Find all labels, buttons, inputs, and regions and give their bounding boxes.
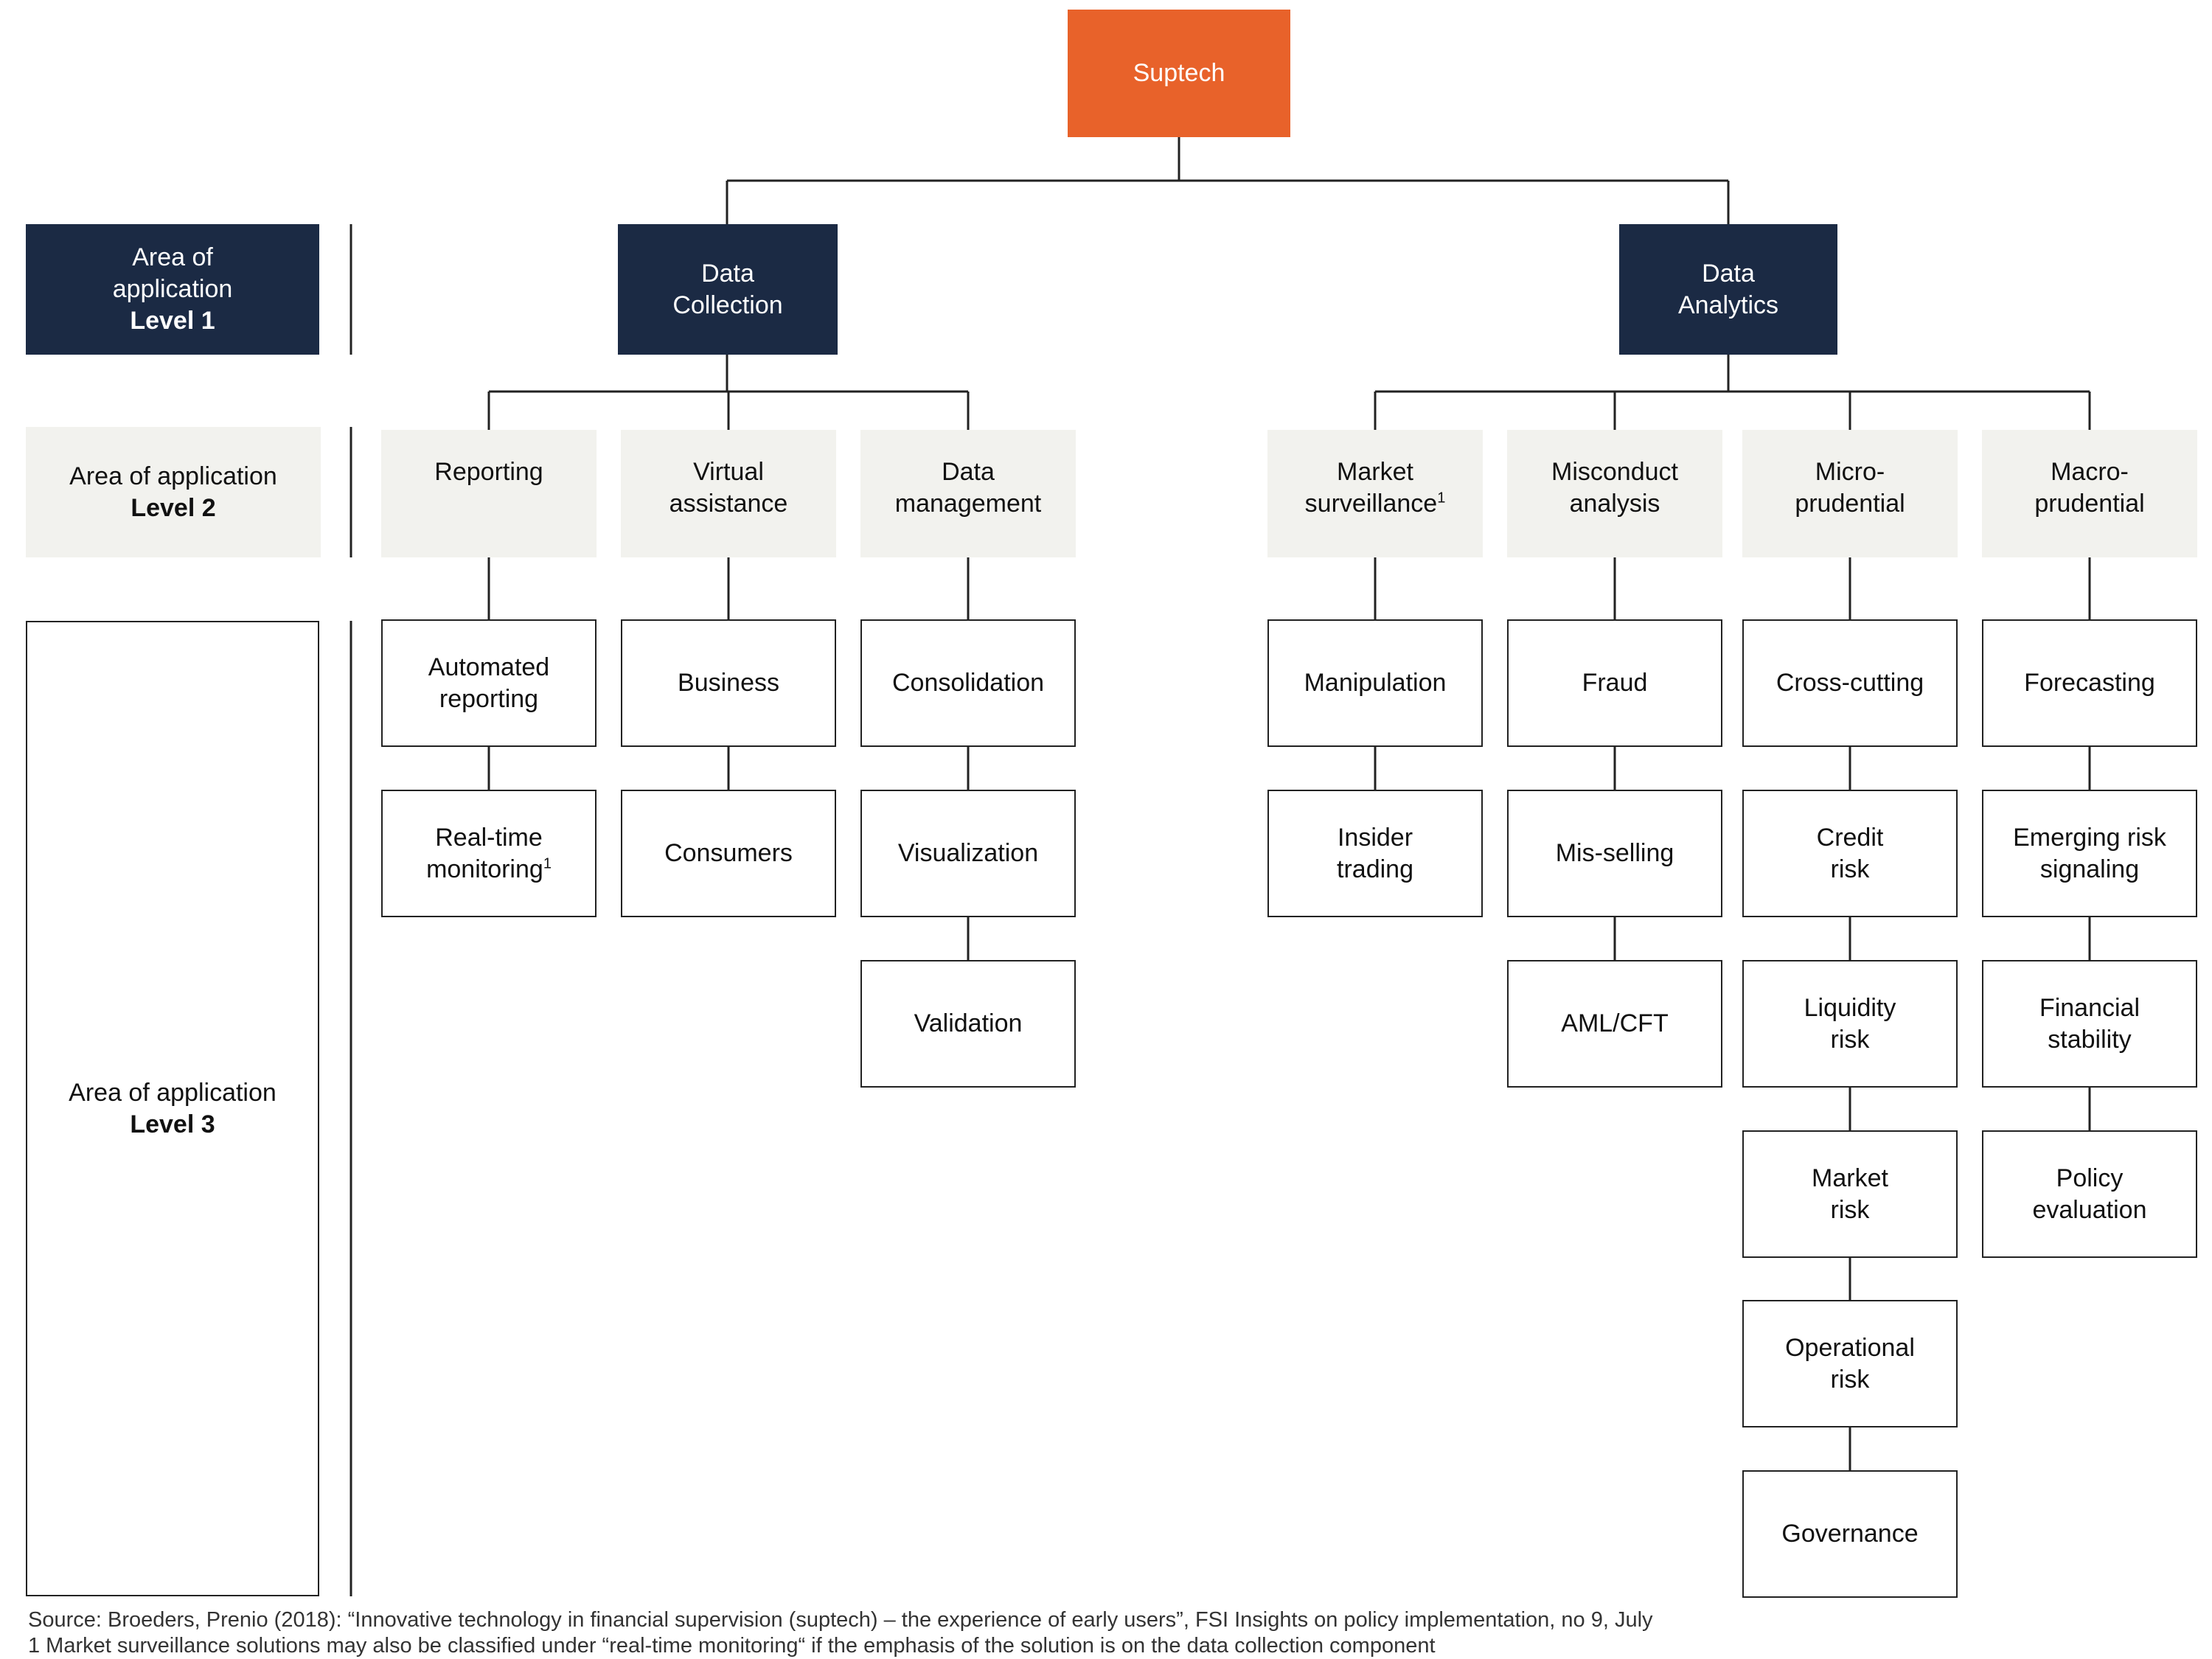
- level3-node: AML/CFT: [1507, 960, 1722, 1088]
- level3-node: Business: [621, 619, 836, 747]
- level3-node: Operational risk: [1742, 1300, 1958, 1427]
- node-label: Consumers: [664, 839, 793, 867]
- level3-node: Policy evaluation: [1982, 1130, 2197, 1258]
- node-label: Real-time monitoring: [426, 823, 543, 883]
- row-label-level-1: Area of application Level 1: [26, 224, 319, 355]
- row-label-text: Area of application: [69, 462, 277, 490]
- row-label-text: Area of application: [69, 1078, 276, 1107]
- level3-node: Manipulation: [1267, 619, 1483, 747]
- node-label: Market surveillance: [1304, 458, 1438, 518]
- row-label-text: Area of application: [112, 243, 233, 303]
- level3-node: Liquidity risk: [1742, 960, 1958, 1088]
- node-label-wrap: Real-time monitoring1: [426, 822, 552, 886]
- footer-source: Source: Broeders, Prenio (2018): “Innova…: [28, 1608, 1653, 1632]
- node-label: Insider trading: [1337, 823, 1413, 883]
- level3-node: Cross-cutting: [1742, 619, 1958, 747]
- node-label: Forecasting: [2024, 669, 2155, 697]
- node-label: Emerging risk signaling: [2013, 823, 2166, 883]
- node-label: Misconduct analysis: [1551, 458, 1678, 518]
- footnote-marker: 1: [543, 855, 552, 872]
- node-label: Data Collection: [672, 259, 783, 319]
- level3-node: Mis-selling: [1507, 790, 1722, 917]
- node-label: Data Analytics: [1677, 259, 1779, 319]
- level3-node: Validation: [860, 960, 1076, 1088]
- node-label: Reporting: [434, 458, 543, 486]
- node-label: Financial stability: [2039, 993, 2140, 1054]
- node-label: Governance: [1781, 1520, 1919, 1548]
- node-label: Visualization: [897, 839, 1039, 867]
- level2-node: Virtual assistance: [621, 430, 836, 557]
- level3-node: Credit risk: [1742, 790, 1958, 917]
- footnote-marker: 1: [1437, 490, 1446, 507]
- node-label-wrap: Market surveillance1: [1305, 456, 1446, 520]
- node-label: Business: [678, 669, 779, 697]
- level3-node: Governance: [1742, 1470, 1958, 1598]
- node-label: Policy evaluation: [2032, 1164, 2147, 1224]
- level3-node: Real-time monitoring1: [381, 790, 597, 917]
- level3-node: Fraud: [1507, 619, 1722, 747]
- node-label: Liquidity risk: [1804, 993, 1896, 1054]
- level2-node: Reporting: [381, 430, 597, 557]
- node-label: Macro- prudential: [2034, 458, 2145, 518]
- level3-node: Consumers: [621, 790, 836, 917]
- level1-node-data-analytics: Data Analytics: [1619, 224, 1837, 355]
- node-label: Consolidation: [891, 669, 1045, 697]
- level2-node: Misconduct analysis: [1507, 430, 1722, 557]
- level1-node-data-collection: Data Collection: [618, 224, 838, 355]
- level3-node: Visualization: [860, 790, 1076, 917]
- node-label: Credit risk: [1816, 823, 1884, 883]
- level2-node: Market surveillance1: [1267, 430, 1483, 557]
- node-label: Cross-cutting: [1775, 669, 1924, 697]
- level3-node: Emerging risk signaling: [1982, 790, 2197, 917]
- row-label-level-2: Area of application Level 2: [26, 427, 321, 557]
- node-label: Virtual assistance: [669, 458, 788, 518]
- node-label: Operational risk: [1785, 1333, 1915, 1394]
- row-label-level: Level 1: [130, 307, 215, 335]
- node-label: Validation: [914, 1009, 1023, 1037]
- level3-node: Automated reporting: [381, 619, 597, 747]
- node-label: Fraud: [1582, 669, 1648, 697]
- node-label: Data management: [894, 458, 1042, 518]
- level2-node: Data management: [860, 430, 1076, 557]
- node-label: Micro- prudential: [1795, 458, 1905, 518]
- root-label: Suptech: [1133, 59, 1225, 87]
- node-label: Manipulation: [1304, 669, 1447, 697]
- row-label-level: Level 3: [130, 1110, 215, 1138]
- level2-node: Micro- prudential: [1742, 430, 1958, 557]
- footer-note: 1 Market surveillance solutions may also…: [28, 1634, 1436, 1658]
- node-label: Mis-selling: [1555, 839, 1674, 867]
- node-label: Automated reporting: [428, 653, 550, 713]
- level3-node: Financial stability: [1982, 960, 2197, 1088]
- level2-node: Macro- prudential: [1982, 430, 2197, 557]
- node-label: Market risk: [1812, 1164, 1888, 1224]
- root-node-suptech: Suptech: [1068, 10, 1290, 137]
- row-label-level-3: Area of application Level 3: [26, 621, 319, 1596]
- node-label: AML/CFT: [1561, 1009, 1669, 1037]
- row-label-level: Level 2: [131, 493, 216, 522]
- level3-node: Insider trading: [1267, 790, 1483, 917]
- level3-node: Consolidation: [860, 619, 1076, 747]
- level3-node: Forecasting: [1982, 619, 2197, 747]
- level3-node: Market risk: [1742, 1130, 1958, 1258]
